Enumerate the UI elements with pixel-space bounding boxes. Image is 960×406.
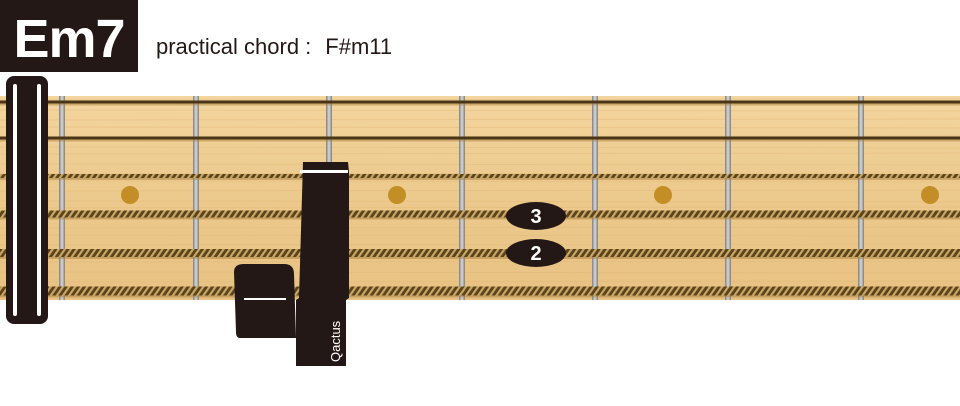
string-shadow [0, 218, 960, 220]
inlay-dot [921, 186, 939, 204]
capo-clamp [234, 264, 296, 338]
capo-brand: Qactus [328, 320, 343, 362]
guitar-string [0, 137, 960, 140]
string-shadow [0, 257, 960, 259]
guitar-string [0, 249, 960, 257]
capo-highlight-top [300, 170, 348, 173]
fret-wire [193, 96, 199, 300]
string-shadow [0, 140, 960, 142]
inlay-dot [121, 186, 139, 204]
guitar-string [0, 101, 960, 104]
inlay-dot [388, 186, 406, 204]
fret-wire [725, 96, 731, 300]
barre-finger [6, 76, 48, 324]
fret-wire [59, 96, 65, 300]
barre-finger-highlight [13, 84, 17, 316]
finger-number: 3 [530, 206, 541, 228]
fret-wire [858, 96, 864, 300]
barre-finger-highlight-2 [37, 84, 41, 316]
guitar-string [0, 287, 960, 296]
fret-wire [459, 96, 465, 300]
string-shadow [0, 296, 960, 298]
guitar-string [0, 174, 960, 178]
fret-wire [592, 96, 598, 300]
inlay-dot [654, 186, 672, 204]
string-shadow [0, 178, 960, 180]
capo-clamp-line [244, 298, 286, 300]
guitar-string [0, 211, 960, 218]
string-shadow [0, 104, 960, 106]
fretboard-wood [0, 96, 960, 300]
finger-number: 2 [530, 243, 541, 265]
